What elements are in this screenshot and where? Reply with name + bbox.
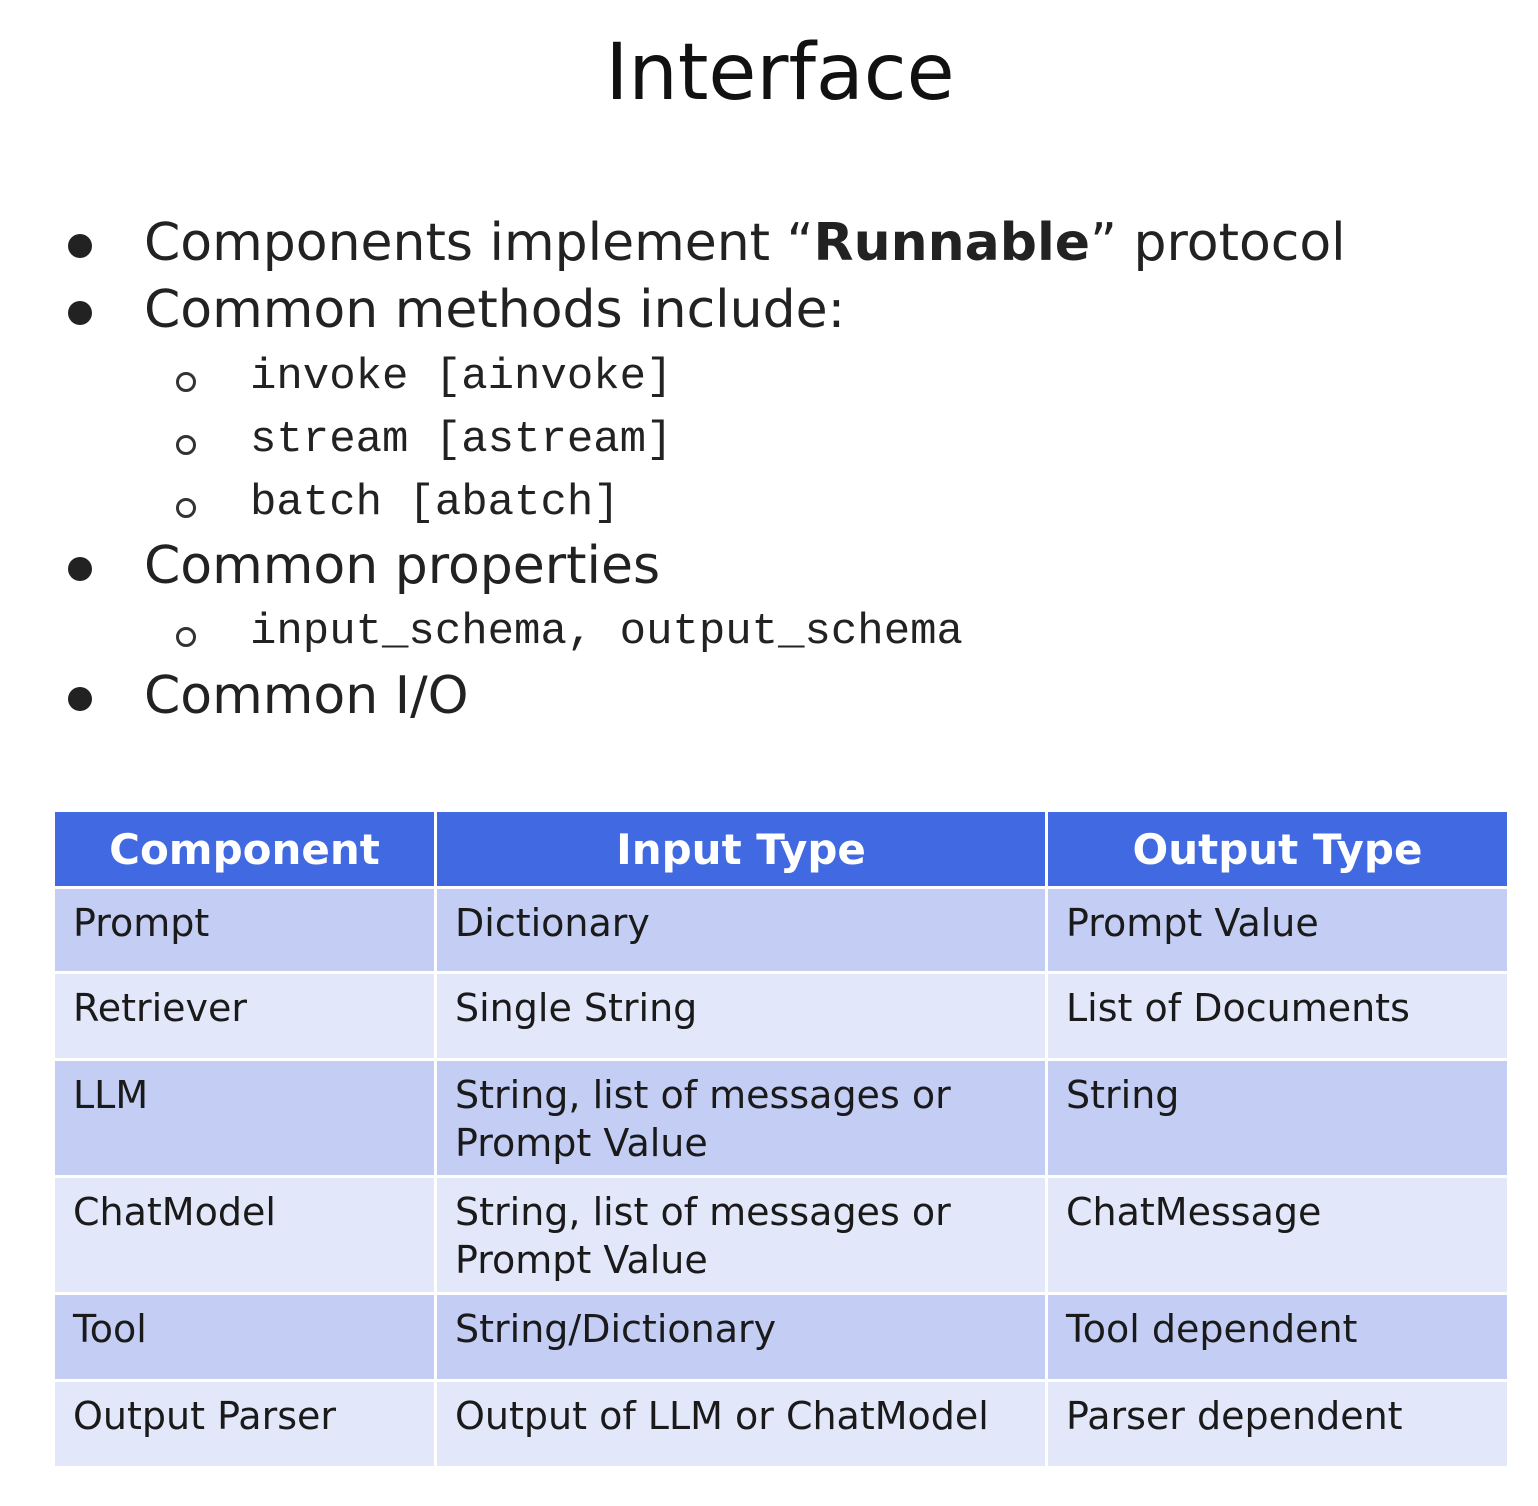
cell-output: Prompt Value <box>1045 886 1510 974</box>
bullet-dot <box>68 557 92 581</box>
header-input-type: Input Type <box>434 809 1048 889</box>
cell-component: Prompt <box>52 886 437 974</box>
table-row: Output Parser Output of LLM or ChatModel… <box>52 1379 1510 1469</box>
cell-component: LLM <box>52 1058 437 1178</box>
cell-output: List of Documents <box>1045 971 1510 1061</box>
cell-input: String, list of messages or Prompt Value <box>434 1058 1048 1178</box>
method-text: batch [abatch] <box>250 478 620 528</box>
bullet-dot <box>68 687 92 711</box>
cell-component: Tool <box>52 1292 437 1382</box>
sub-bullet-ring <box>176 435 196 455</box>
cell-input: String/Dictionary <box>434 1292 1048 1382</box>
sub-bullet-ring <box>176 372 196 392</box>
cell-output: ChatMessage <box>1045 1175 1510 1295</box>
table-row: Tool String/Dictionary Tool dependent <box>52 1292 1510 1382</box>
sub-bullet-ring <box>176 498 196 518</box>
cell-output: Tool dependent <box>1045 1292 1510 1382</box>
cell-input: Single String <box>434 971 1048 1061</box>
table-row: ChatModel String, list of messages or Pr… <box>52 1175 1510 1295</box>
table-header-row: Component Input Type Output Type <box>52 809 1510 889</box>
io-table: Component Input Type Output Type Prompt … <box>52 809 1510 1469</box>
method-text: invoke [ainvoke] <box>250 352 673 402</box>
cell-input: Dictionary <box>434 886 1048 974</box>
header-output-type: Output Type <box>1045 809 1510 889</box>
bullet-text: Components implement “Runnable” protocol <box>144 213 1346 273</box>
bullet-text: Common properties <box>144 536 661 596</box>
bullet-dot <box>68 301 92 325</box>
bullet-text: Common I/O <box>144 666 469 726</box>
runnable-emphasis: Runnable <box>813 213 1091 273</box>
header-component: Component <box>52 809 437 889</box>
table-row: LLM String, list of messages or Prompt V… <box>52 1058 1510 1178</box>
slide-title: Interface <box>605 28 955 118</box>
cell-output: Parser dependent <box>1045 1379 1510 1469</box>
cell-component: ChatModel <box>52 1175 437 1295</box>
bullet-text: Common methods include: <box>144 280 846 340</box>
cell-output: String <box>1045 1058 1510 1178</box>
table-row: Prompt Dictionary Prompt Value <box>52 886 1510 974</box>
method-text: stream [astream] <box>250 415 673 465</box>
cell-input: String, list of messages or Prompt Value <box>434 1175 1048 1295</box>
cell-input: Output of LLM or ChatModel <box>434 1379 1048 1469</box>
cell-component: Retriever <box>52 971 437 1061</box>
cell-component: Output Parser <box>52 1379 437 1469</box>
sub-bullet-ring <box>176 627 196 647</box>
bullet-dot <box>68 234 92 258</box>
property-text: input_schema, output_schema <box>250 607 963 657</box>
table-row: Retriever Single String List of Document… <box>52 971 1510 1061</box>
